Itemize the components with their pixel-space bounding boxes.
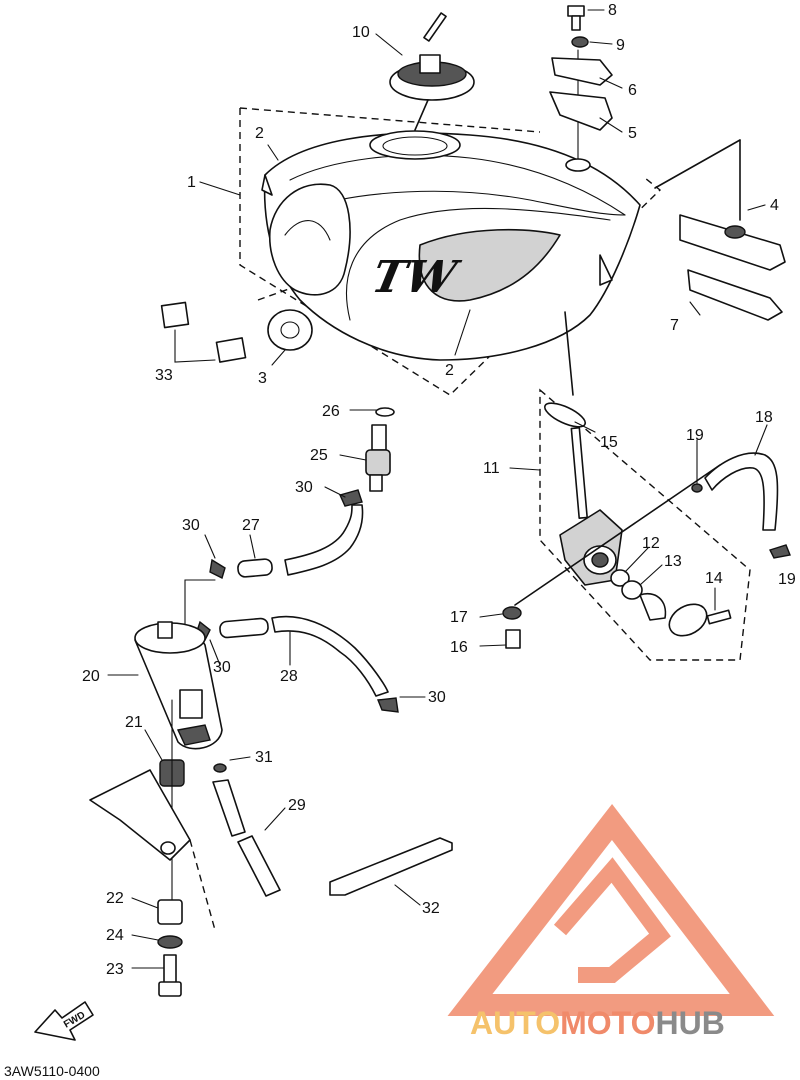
callout-1: 1: [187, 174, 196, 191]
callout-16: 16: [450, 639, 468, 656]
hose-27: [237, 558, 273, 578]
bolt-16: [505, 629, 521, 649]
callout-19-b: 19: [778, 571, 796, 588]
washer-17: [502, 606, 522, 620]
callout-22: 22: [106, 890, 124, 907]
callout-15: 15: [600, 434, 618, 451]
callout-labels: 10 8 9 6 5 2 1 4 7 33 3 2 26 25 30 30 27…: [82, 2, 796, 978]
callout-26: 26: [322, 403, 340, 420]
clip-19a: [691, 483, 703, 493]
washer-24: [157, 935, 183, 949]
fuel-cap: [389, 12, 475, 131]
clip-30d: [377, 697, 399, 713]
hose-29b: [237, 835, 281, 897]
callout-5: 5: [628, 125, 637, 142]
damper-3: [267, 309, 313, 351]
hose-28-short: [219, 617, 269, 639]
tank-emblem-text: TW: [368, 251, 465, 302]
watermark-wordmark: AUTOMOTOHUB: [470, 1005, 725, 1041]
o-ring-26: [375, 407, 395, 417]
callout-31: 31: [255, 749, 273, 766]
watermark-logo: [447, 803, 775, 1016]
plate-14: [668, 603, 708, 637]
damper-4: [679, 214, 786, 271]
clip-30a: [339, 489, 363, 507]
callout-19-a: 19: [686, 427, 704, 444]
callout-24: 24: [106, 927, 124, 944]
emblem-33a: [160, 301, 190, 329]
o-ring-15: [543, 402, 587, 428]
watermark-hub: HUB: [655, 1005, 724, 1041]
callout-14: 14: [705, 570, 723, 587]
washer-9: [571, 36, 589, 48]
clip-31: [213, 763, 227, 773]
callout-21: 21: [125, 714, 143, 731]
callout-10: 10: [352, 24, 370, 41]
callout-25: 25: [310, 447, 328, 464]
callout-28: 28: [280, 668, 298, 685]
callout-leaders: [107, 9, 768, 969]
watermark-moto: MOTO: [560, 1005, 655, 1041]
callout-18: 18: [755, 409, 773, 426]
forward-arrow-icon: FWD: [34, 1001, 94, 1041]
strap-32: [329, 837, 453, 896]
callout-17: 17: [450, 609, 468, 626]
callout-2-top: 2: [255, 125, 264, 142]
callout-12: 12: [642, 535, 660, 552]
callout-6: 6: [628, 82, 637, 99]
callout-2-bottom: 2: [445, 362, 454, 379]
callout-29: 29: [288, 797, 306, 814]
callout-27: 27: [242, 517, 260, 534]
clip-30b: [209, 558, 226, 579]
clip-19b: [769, 544, 791, 559]
emblem-33b: [215, 337, 247, 363]
hose-29a: [212, 779, 246, 837]
callout-8: 8: [608, 2, 617, 19]
svg-text:AUTOMOTOHUB: AUTOMOTOHUB: [470, 1005, 725, 1041]
watermark-triangle-inner: [553, 857, 671, 983]
callout-20: 20: [82, 668, 100, 685]
callout-3: 3: [258, 370, 267, 387]
callout-32: 32: [422, 900, 440, 917]
callout-11: 11: [483, 460, 500, 477]
lever-plate: [639, 593, 667, 621]
callout-13: 13: [664, 553, 682, 570]
bracket-5: [549, 91, 613, 131]
hose-28: [271, 615, 389, 697]
fuel-pump-20: [134, 621, 223, 750]
bolt-8: [567, 5, 585, 31]
callout-7: 7: [670, 317, 679, 334]
screw-14: [706, 609, 732, 625]
fuel-filter-25: [365, 424, 391, 492]
plate-7: [687, 269, 783, 321]
callout-9: 9: [616, 37, 625, 54]
callout-30-b: 30: [182, 517, 200, 534]
drawing-code: 3AW5110-0400: [4, 1063, 100, 1079]
callout-30-d: 30: [428, 689, 446, 706]
damper-grommet: [565, 158, 591, 172]
watermark-triangle-outer: [447, 803, 775, 1016]
callout-30-a: 30: [295, 479, 313, 496]
plate-6: [551, 57, 613, 86]
bolt-23: [158, 954, 182, 997]
hose-18: [704, 452, 779, 531]
callout-30-c: 30: [213, 659, 231, 676]
fuel-tank: TW: [261, 130, 641, 361]
callout-23: 23: [106, 961, 124, 978]
callout-33: 33: [155, 367, 173, 384]
collar-22: [157, 899, 183, 925]
washer-12: [610, 569, 630, 587]
fuel-cock: [559, 427, 623, 586]
tank-decal: [418, 228, 561, 302]
callout-4: 4: [770, 197, 779, 214]
fuel-cock-boundary: [539, 388, 751, 661]
watermark-auto: AUTO: [470, 1005, 560, 1041]
gasket-13: [621, 580, 643, 600]
frame-bracket: [89, 769, 191, 861]
